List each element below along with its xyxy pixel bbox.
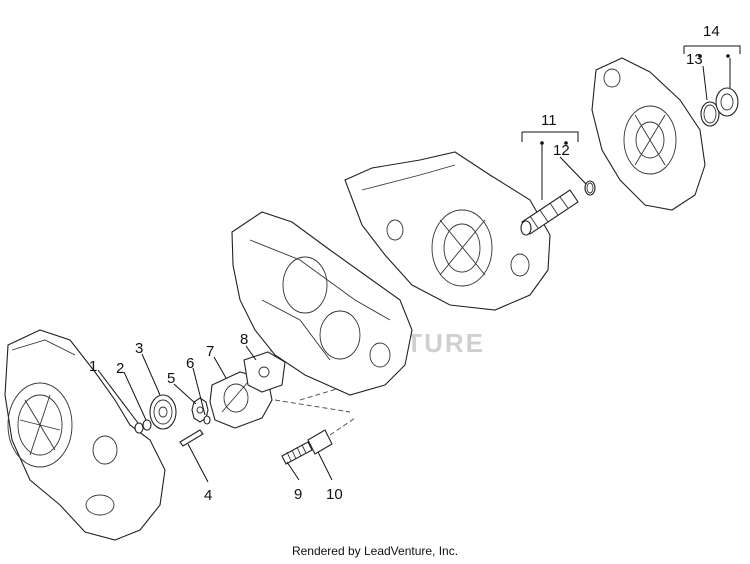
callout-10: 10 bbox=[326, 486, 343, 503]
callout-3: 3 bbox=[135, 340, 143, 357]
callout-1: 1 bbox=[89, 358, 97, 375]
part-1-pin bbox=[134, 422, 144, 434]
part-8-gasket bbox=[243, 351, 286, 393]
callout-5: 5 bbox=[167, 370, 175, 387]
part-14-plug bbox=[715, 87, 739, 117]
callout-12: 12 bbox=[553, 142, 570, 159]
callout-7: 7 bbox=[206, 343, 214, 360]
part-3-gear bbox=[149, 394, 177, 430]
left-crankcase-half bbox=[231, 211, 413, 396]
callout-6: 6 bbox=[186, 355, 194, 372]
part-10-plunger bbox=[307, 429, 333, 455]
callout-4: 4 bbox=[204, 487, 212, 504]
callout-13: 13 bbox=[686, 51, 703, 68]
part-11-filter bbox=[520, 189, 579, 236]
callout-14: 14 bbox=[703, 23, 720, 40]
part-12-o-ring bbox=[584, 180, 596, 196]
part-9-spring bbox=[281, 441, 313, 465]
rendered-by-footer: Rendered by LeadVenture, Inc. bbox=[291, 544, 459, 558]
right-engine-cover bbox=[591, 57, 706, 211]
part-2-washer bbox=[142, 419, 152, 431]
callout-9: 9 bbox=[294, 486, 302, 503]
assembly-guide-lines bbox=[274, 384, 356, 436]
callout-2: 2 bbox=[116, 360, 124, 377]
callout-8: 8 bbox=[240, 331, 248, 348]
left-engine-cover bbox=[4, 329, 166, 541]
right-crankcase-half bbox=[344, 151, 551, 311]
part-13-o-ring bbox=[700, 101, 720, 127]
part-6-o-ring bbox=[203, 415, 211, 425]
part-4-bolt bbox=[179, 429, 204, 447]
callout-11: 11 bbox=[541, 112, 557, 129]
leader-lines bbox=[97, 45, 741, 483]
